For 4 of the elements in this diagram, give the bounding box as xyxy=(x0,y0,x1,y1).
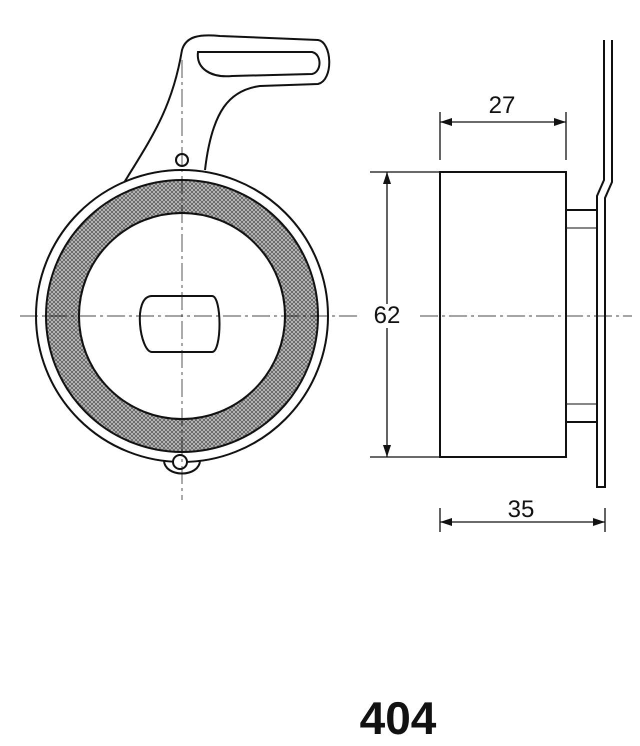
part-number: 404 xyxy=(358,695,438,741)
dimension-value: 62 xyxy=(372,304,402,328)
dimension-value: 27 xyxy=(488,94,516,118)
dimension-value: 35 xyxy=(506,498,536,522)
